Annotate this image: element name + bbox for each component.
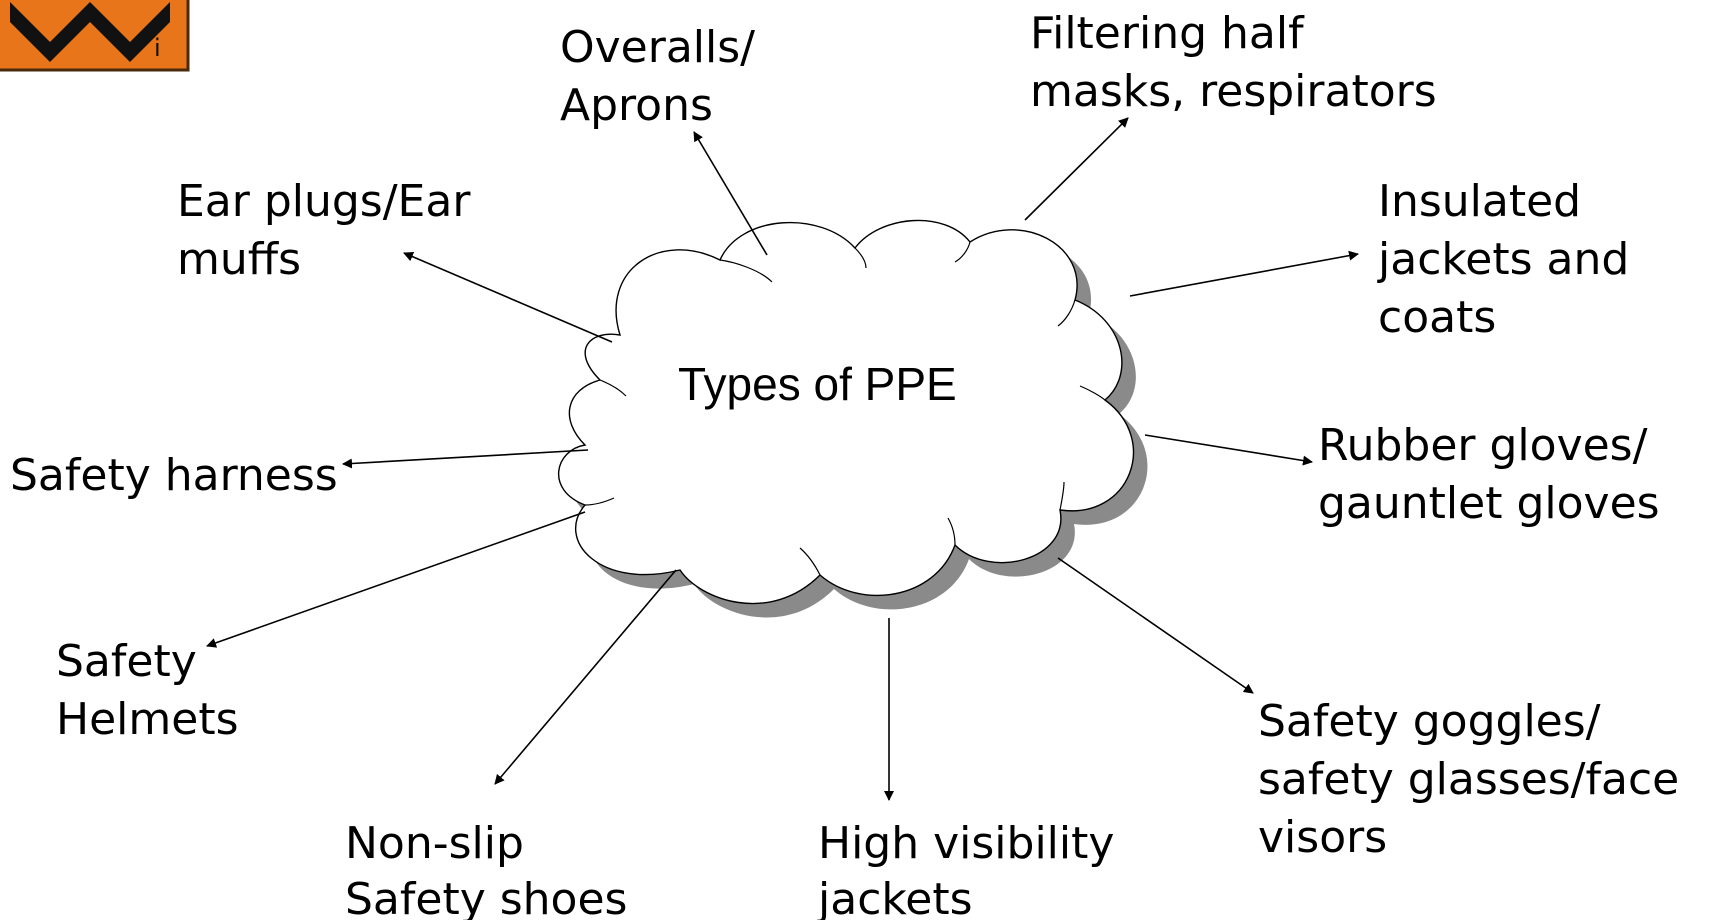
label-helmets-line1: Safety: [56, 636, 197, 687]
label-insulated-line2: jackets and: [1377, 234, 1629, 285]
hazard-warning-logo-icon: i: [0, 0, 190, 72]
label-goggles-line3: visors: [1258, 812, 1387, 863]
label-ear: Ear plugs/Ear muffs: [177, 176, 484, 285]
label-shoes-line2: Safety shoes: [345, 874, 627, 920]
label-insulated-line3: coats: [1378, 292, 1496, 343]
label-shoes-line1: Non-slip: [345, 818, 524, 869]
label-insulated: Insulated jackets and coats: [1377, 176, 1643, 343]
label-masks-line2: masks, respirators: [1030, 66, 1437, 117]
arrow-to-overalls: [693, 131, 768, 256]
label-shoes: Non-slip Safety shoes: [345, 818, 627, 920]
label-helmets: Safety Helmets: [56, 636, 239, 745]
center-cloud: [557, 219, 1135, 605]
arrow-to-ear: [403, 251, 613, 343]
label-goggles-line1: Safety goggles/: [1258, 696, 1601, 747]
arrow-to-helmets: [206, 511, 586, 648]
label-gloves-line2: gauntlet gloves: [1318, 478, 1660, 529]
center-label: Types of PPE: [678, 358, 957, 410]
label-overalls-line1: Overalls/: [560, 22, 755, 73]
label-ear-line1: Ear plugs/Ear: [177, 176, 471, 227]
arrow-to-harness: [342, 449, 589, 469]
label-harness-line1: Safety harness: [10, 450, 338, 501]
arrow-to-goggles: [1057, 557, 1254, 694]
arrow-to-insulated: [1129, 250, 1359, 297]
label-harness: Safety harness: [10, 450, 338, 501]
label-hivis-line2: jackets: [817, 874, 973, 920]
label-gloves: Rubber gloves/ gauntlet gloves: [1318, 420, 1661, 529]
label-ear-line2: muffs: [177, 234, 301, 285]
label-hivis: High visibility jackets: [817, 818, 1128, 920]
label-hivis-line1: High visibility: [818, 818, 1114, 869]
label-overalls: Overalls/ Aprons: [560, 22, 769, 131]
arrow-to-shoes: [494, 569, 677, 785]
label-goggles-line2: safety glasses/face: [1258, 754, 1679, 805]
label-goggles: Safety goggles/ safety glasses/face viso…: [1258, 696, 1693, 863]
arrow-to-masks: [1024, 117, 1129, 221]
label-insulated-line1: Insulated: [1378, 176, 1581, 227]
label-masks-line1: Filtering half: [1030, 8, 1305, 59]
label-helmets-line2: Helmets: [56, 694, 239, 745]
arrow-to-gloves: [1144, 434, 1313, 466]
svg-text:i: i: [154, 34, 161, 62]
label-gloves-line1: Rubber gloves/: [1318, 420, 1648, 471]
label-masks: Filtering half masks, respirators: [1030, 8, 1437, 117]
label-overalls-line2: Aprons: [560, 80, 713, 131]
